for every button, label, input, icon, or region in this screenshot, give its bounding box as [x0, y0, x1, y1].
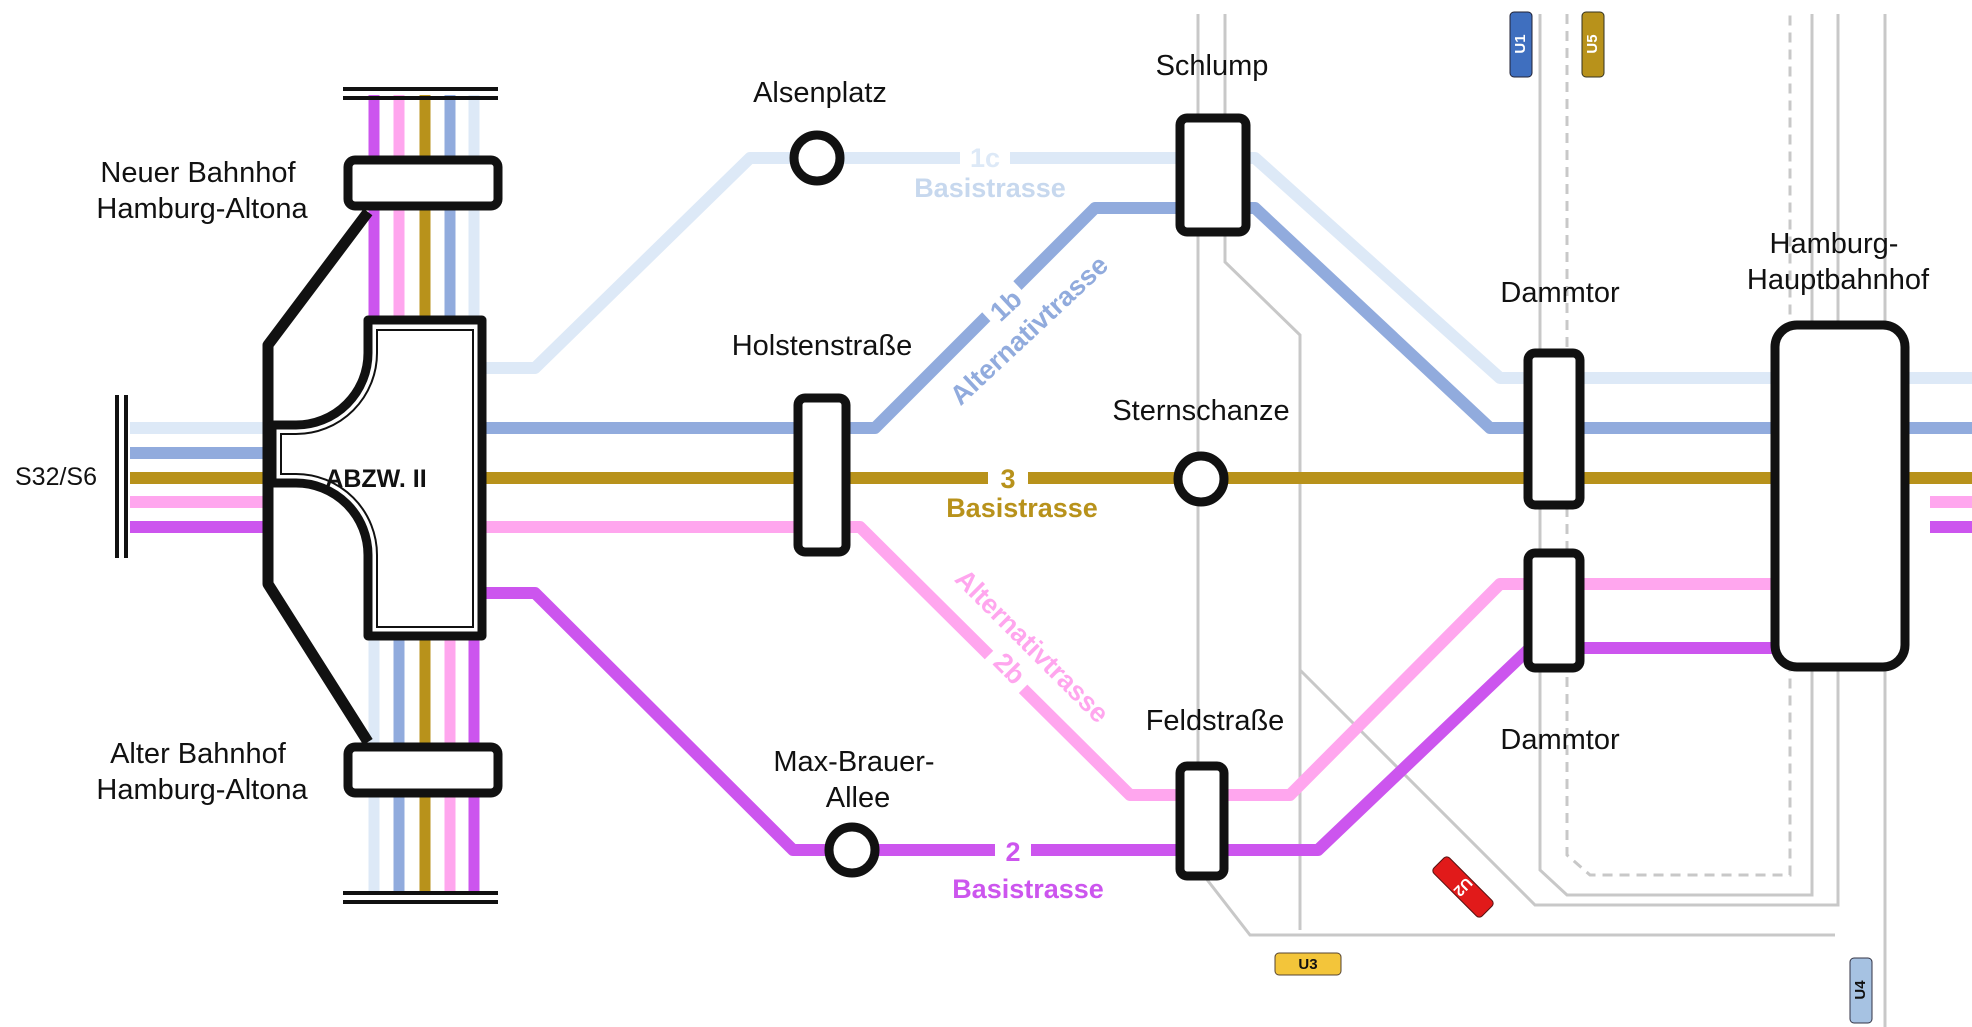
schlump-label: Schlump: [1156, 50, 1269, 82]
u2-badge: U2: [1432, 856, 1494, 918]
u3-line-left: [1196, 14, 1835, 937]
u2-badge-bg: [1432, 856, 1494, 918]
abzw-inner: [280, 329, 474, 628]
dammtor-bottom-label: Dammtor: [1500, 724, 1620, 756]
dammtor-top-label: Dammtor: [1500, 277, 1620, 309]
u4-badge-text: U4: [1852, 980, 1869, 1000]
sternschanze-station: [1173, 451, 1229, 507]
route-2b-label-group: 2b Alternativtrasse: [949, 563, 1115, 729]
u5-badge-text: U5: [1584, 34, 1601, 53]
route-3-label-bg: [988, 462, 1028, 494]
hauptbahnhof-label-line1: Hamburg-: [1770, 228, 1899, 260]
hauptbahnhof-label: Hamburg- Hauptbahnhof: [1747, 228, 1930, 296]
u3-badge-bg: [1274, 952, 1342, 976]
alter-bahnhof-label: Alter Bahnhof Hamburg-Altona: [96, 738, 308, 806]
schlump-station: [1175, 113, 1251, 237]
station-labels: Neuer Bahnhof Hamburg-Altona Alter Bahnh…: [15, 50, 1930, 814]
route-1c-name: Basistrasse: [914, 173, 1066, 203]
u5-badge-bg: [1581, 11, 1605, 78]
dammtor-top-station: [1523, 348, 1585, 510]
alsenplatz-station: [789, 130, 845, 186]
route-2-name: Basistrasse: [952, 874, 1104, 904]
hauptbahnhof-station: [1770, 320, 1910, 672]
abzw-label: ABZW. II: [325, 465, 426, 493]
abzw-junction-block: ABZW. II: [267, 315, 487, 641]
dammtor-bottom-station: [1523, 548, 1585, 673]
hauptbahnhof-label-line2: Hauptbahnhof: [1747, 264, 1930, 296]
u4-badge: U4: [1849, 957, 1873, 1024]
route-labels: 1c Basistrasse 1b Alternativtrasse 3 Bas…: [914, 142, 1115, 904]
route-3-name: Basistrasse: [946, 493, 1098, 523]
u1-badge-bg: [1509, 11, 1533, 78]
u1-badge-text: U1: [1512, 34, 1529, 53]
alsenplatz-label: Alsenplatz: [753, 77, 887, 109]
neuer-bahnhof-station: [343, 155, 503, 211]
route-1c-number: 1c: [970, 143, 1000, 173]
neuer-bahnhof-label: Neuer Bahnhof Hamburg-Altona: [96, 157, 308, 225]
left-buffer: [115, 395, 128, 558]
holstenstrasse-station: [793, 393, 851, 557]
route-1b-label-group: 1b Alternativtrasse: [944, 250, 1114, 411]
route-2-label-bg: [995, 834, 1031, 866]
max-brauer-allee-label-line2: Allee: [826, 782, 891, 814]
station-markers: [343, 113, 1910, 881]
u4-badge-bg: [1849, 957, 1873, 1024]
max-brauer-allee-station: [824, 822, 880, 878]
feldstrasse-station: [1175, 761, 1229, 881]
feldstrasse-label: Feldstraße: [1146, 705, 1285, 737]
holstenstrasse-label: Holstenstraße: [732, 330, 913, 362]
alter-bahnhof-label-line1: Alter Bahnhof: [110, 738, 287, 770]
route-1b-label-bg: [978, 277, 1031, 330]
route-2b-label-bg: [983, 639, 1039, 695]
alter-bahnhof-label-line2: Hamburg-Altona: [96, 774, 308, 806]
alter-bahnhof-station: [343, 742, 503, 798]
s32-s6-line-label: S32/S6: [15, 463, 97, 491]
max-brauer-allee-label: Max-Brauer- Allee: [773, 746, 942, 814]
route-3-number: 3: [1000, 464, 1015, 494]
neuer-bahnhof-label-line2: Hamburg-Altona: [96, 193, 308, 225]
u1-badge: U1: [1509, 11, 1533, 78]
route-1c-label-bg: [960, 142, 1010, 170]
u5-line: [1565, 14, 1792, 877]
sternschanze-label: Sternschanze: [1112, 395, 1289, 427]
u3-badge-text: U3: [1298, 956, 1317, 973]
altona-buffer-bars: [343, 87, 498, 904]
u3-badge: U3: [1274, 952, 1342, 976]
neuer-bahnhof-label-line1: Neuer Bahnhof: [100, 157, 296, 189]
max-brauer-allee-label-line1: Max-Brauer-: [773, 746, 934, 778]
u5-badge: U5: [1581, 11, 1605, 78]
route-2-number: 2: [1005, 837, 1020, 867]
